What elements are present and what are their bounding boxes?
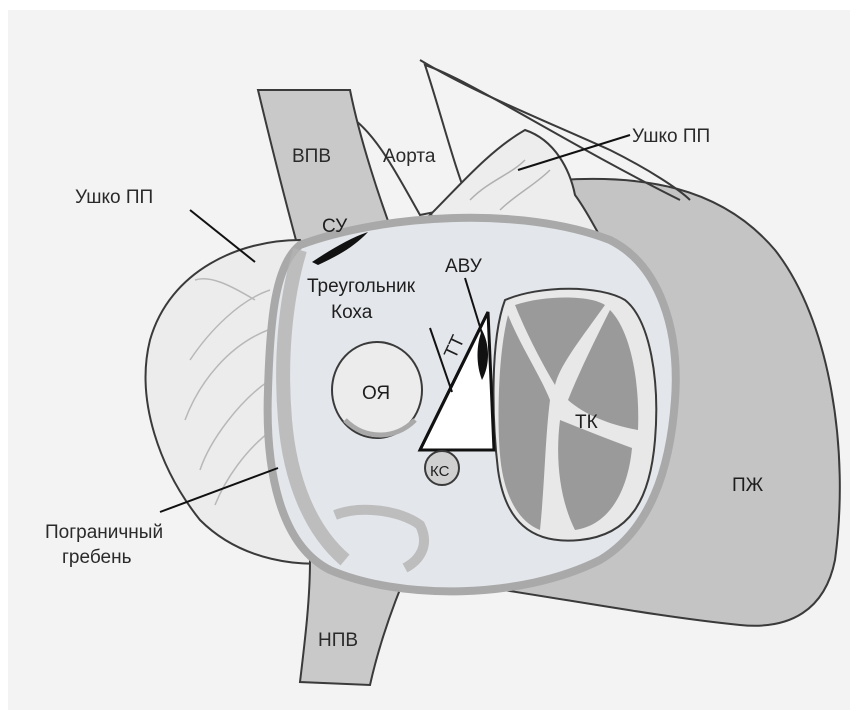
label-av-node: АВУ [445, 256, 483, 277]
label-fossa-ovalis: ОЯ [362, 383, 390, 404]
label-aorta: Аорта [383, 146, 436, 167]
label-svc: ВПВ [292, 146, 331, 167]
label-sa-node: СУ [322, 216, 348, 237]
label-coronary-sinus: КС [430, 463, 450, 480]
label-ra-appendage-left: Ушко ПП [75, 187, 153, 208]
label-ra-appendage-right: Ушко ПП [632, 126, 710, 147]
label-crista-2: гребень [62, 547, 132, 568]
label-crista-1: Пограничный [45, 522, 163, 543]
label-right-ventricle: ПЖ [732, 475, 764, 496]
label-koch-triangle-2: Коха [331, 302, 373, 323]
label-tricuspid-valve: ТК [575, 412, 598, 433]
label-koch-triangle-1: Треугольник [307, 276, 416, 297]
label-ivc: НПВ [318, 630, 358, 651]
